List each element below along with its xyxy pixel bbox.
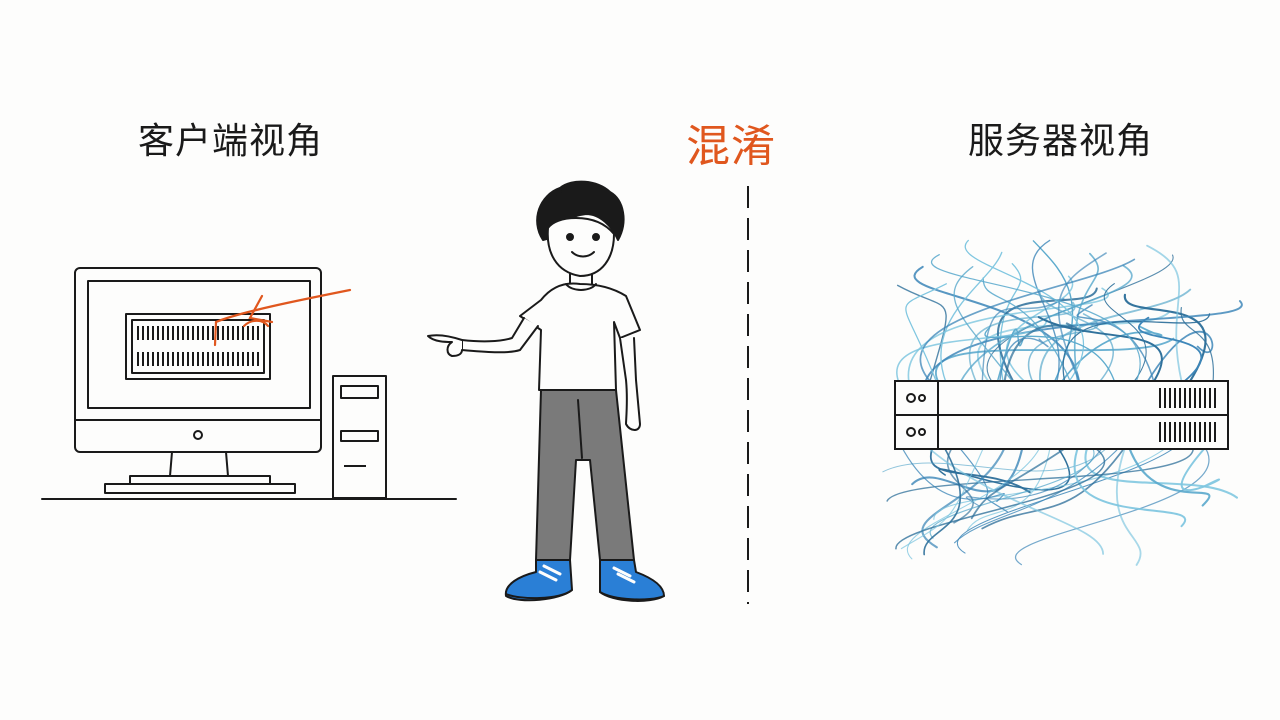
wire [956, 444, 1179, 554]
wire [923, 300, 1243, 386]
wire [907, 287, 1109, 386]
wire [1038, 289, 1115, 386]
desktop-computer-icon [41, 267, 457, 500]
wire [907, 444, 1042, 560]
wire [886, 444, 1194, 502]
wire [882, 444, 1110, 473]
orange-arrow-annotation [213, 288, 352, 347]
wire [935, 337, 1175, 386]
wire [998, 337, 1049, 386]
server-vents [1159, 388, 1216, 442]
wire [1084, 443, 1238, 499]
wire [1003, 322, 1085, 387]
wire [930, 254, 1141, 386]
wire [953, 444, 1123, 544]
wire [1146, 244, 1184, 386]
wire [930, 444, 1031, 494]
wire [984, 326, 1117, 386]
wire [995, 328, 1024, 386]
wire [1073, 444, 1186, 528]
wire [982, 277, 1073, 386]
wire [956, 444, 1008, 513]
wire [953, 266, 1016, 386]
wire [957, 264, 1133, 386]
wire [1115, 444, 1142, 566]
screen-window [125, 313, 271, 380]
wire [1127, 443, 1211, 507]
wire [911, 443, 1025, 493]
wire [1031, 239, 1060, 386]
wire [1138, 316, 1203, 386]
wire [999, 263, 1022, 386]
client-view-label: 客户端视角 [138, 121, 324, 162]
wire [900, 444, 986, 550]
wire [1123, 293, 1207, 387]
wire [905, 283, 947, 386]
wire [1076, 304, 1156, 386]
wire [981, 297, 1065, 386]
wire [923, 444, 962, 556]
wire [970, 444, 1071, 520]
wire [981, 444, 1128, 530]
monitor-screen [87, 280, 311, 409]
wire [1103, 283, 1147, 386]
wire [1144, 330, 1214, 386]
wire [940, 251, 1003, 386]
wire [896, 284, 947, 386]
pointing-person-icon [427, 180, 665, 602]
wire [968, 301, 1076, 386]
wire [1058, 252, 1107, 386]
monitor-frame [74, 267, 322, 453]
wire [946, 444, 974, 524]
power-button [193, 430, 203, 440]
rack-server-icon [894, 380, 1229, 450]
pc-tower-icon [332, 375, 387, 499]
confusion-label: 混淆 [686, 121, 776, 172]
wire [996, 287, 1098, 387]
screen-content-stripes [137, 326, 259, 366]
wire [964, 239, 1085, 386]
tangled-wires [882, 239, 1243, 566]
wire [1073, 252, 1099, 386]
wire [1180, 306, 1215, 386]
wire [919, 258, 1136, 386]
wire [913, 265, 1081, 387]
wire [1180, 443, 1220, 492]
server-view-label: 服务器视角 [968, 121, 1154, 162]
wire [921, 443, 1007, 549]
wire [1015, 444, 1210, 566]
